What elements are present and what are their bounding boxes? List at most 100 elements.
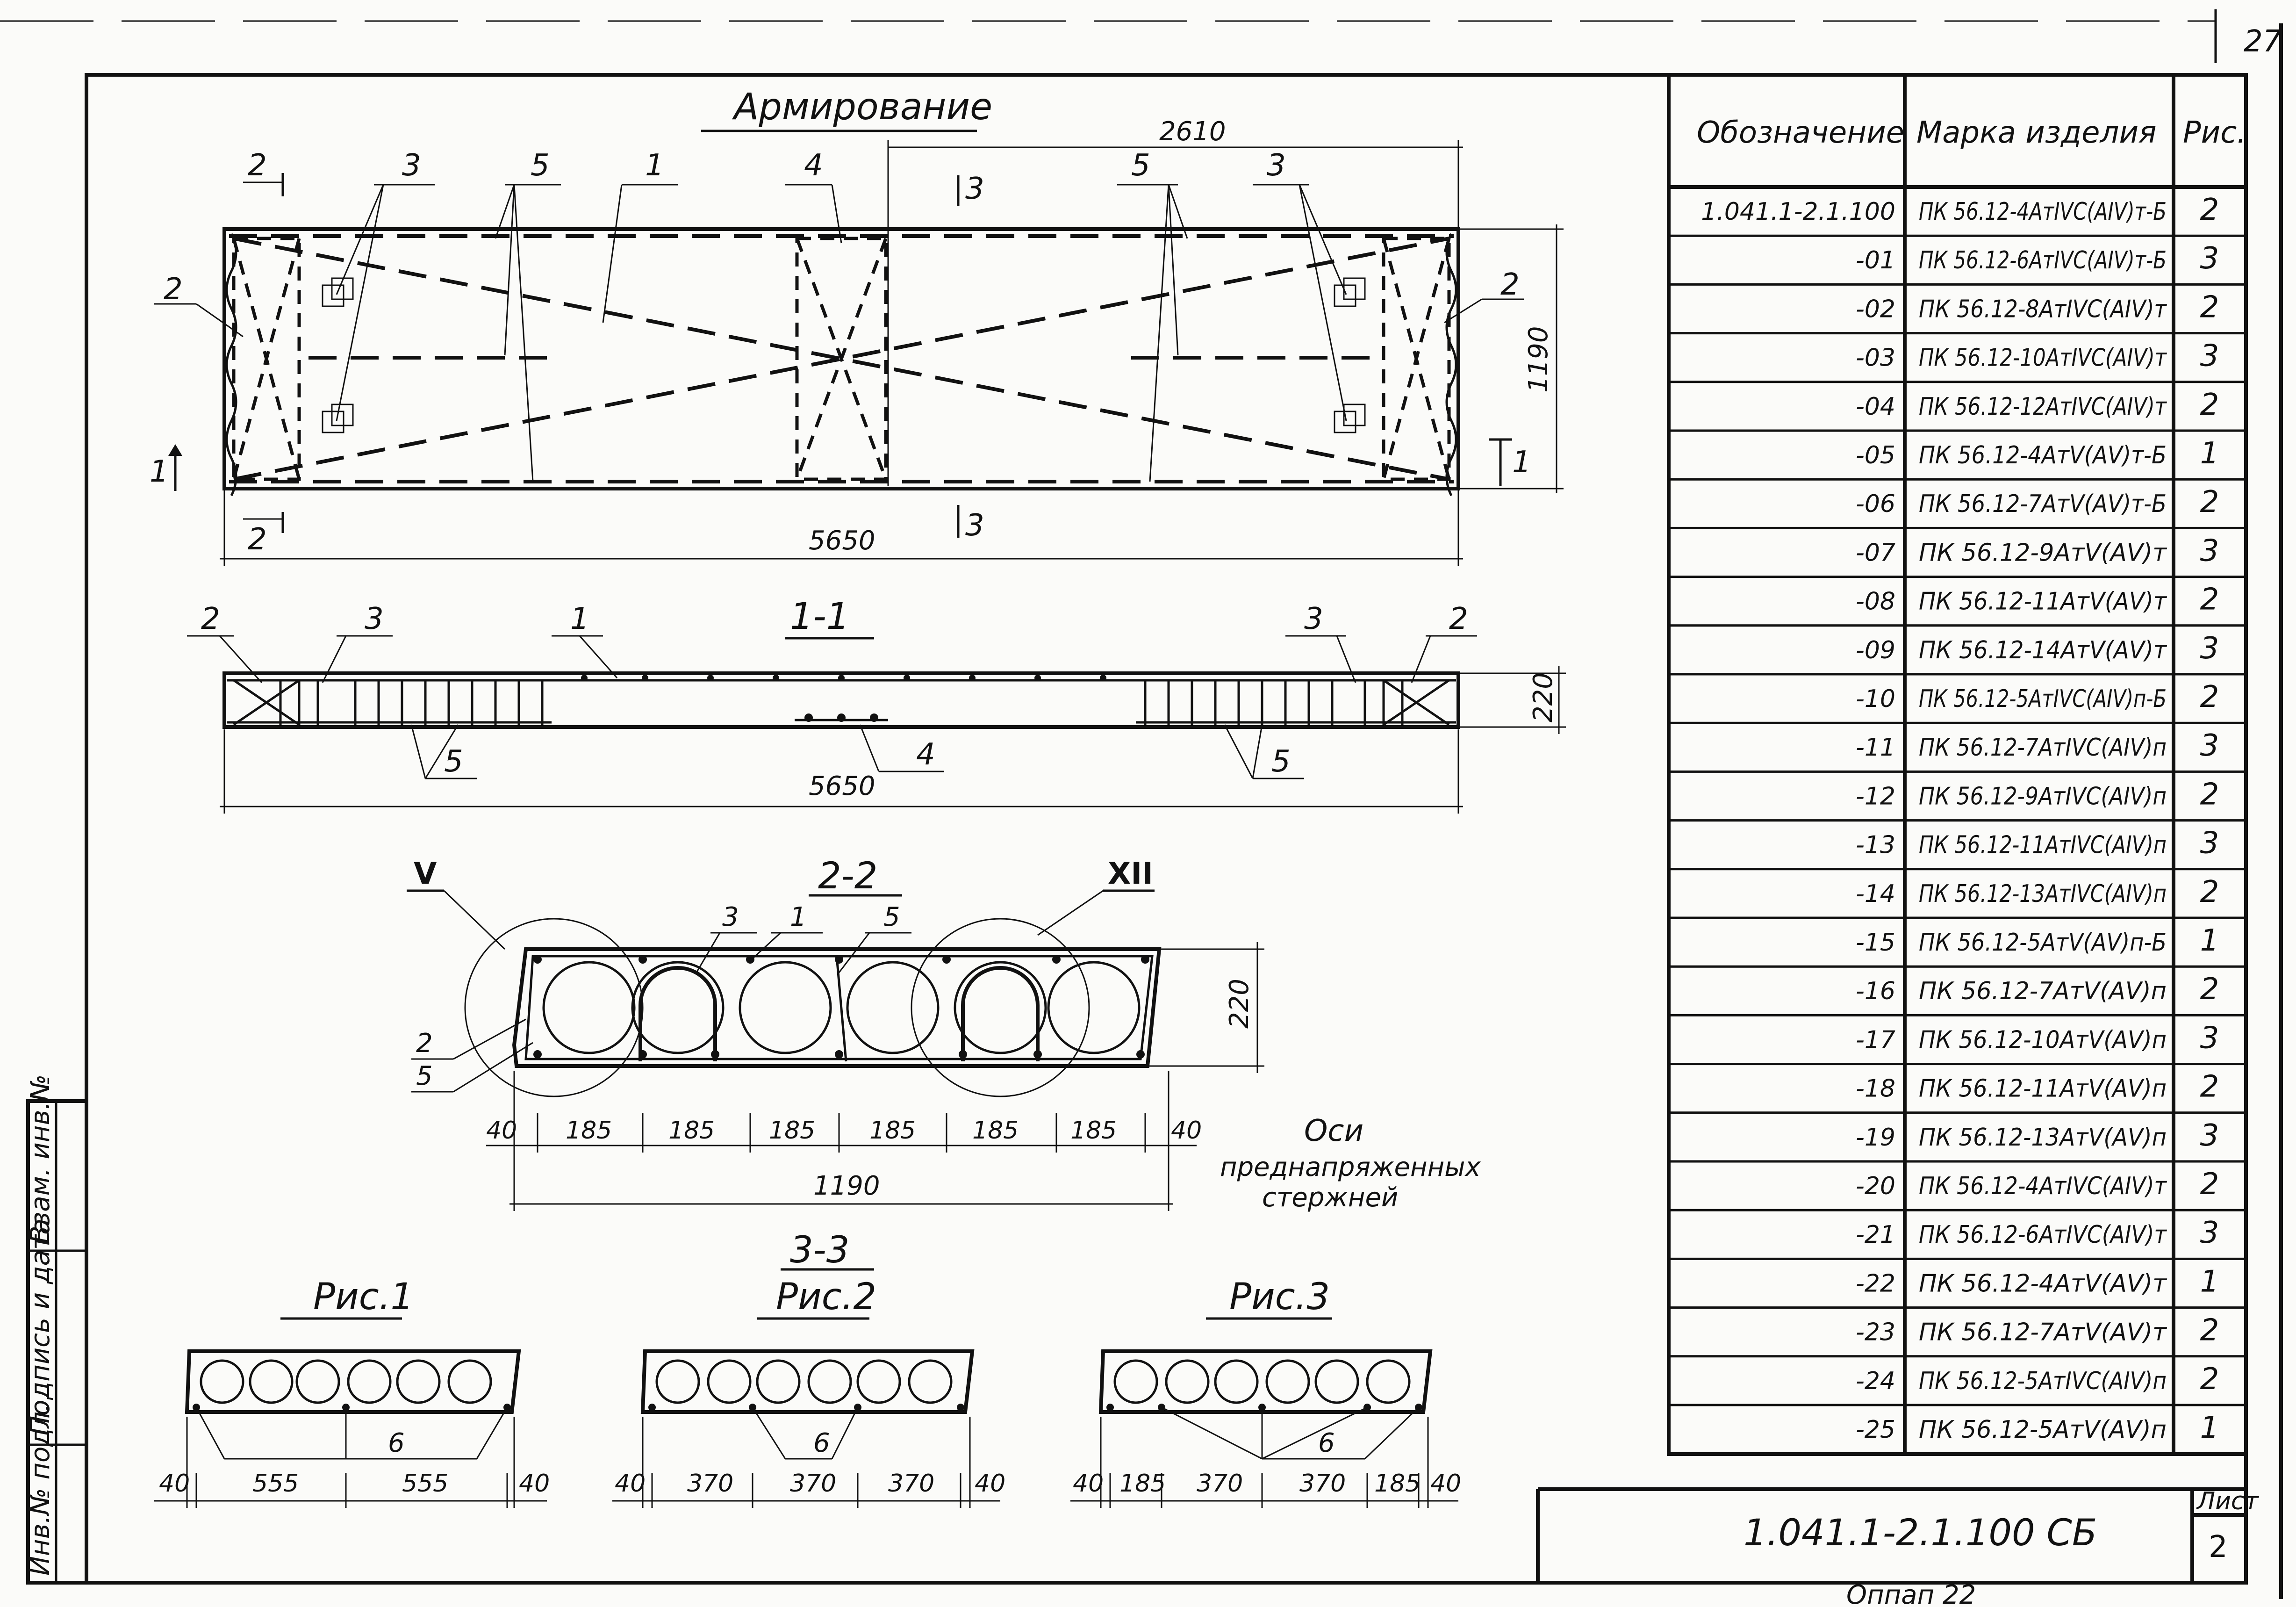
plan-callout-2-right: 2 [1500, 267, 1520, 302]
stamp-inv-number: Инв.№ подл. [25, 1403, 56, 1576]
figure-3-dim-2: 370 [1197, 1470, 1243, 1498]
node-v-label: V [414, 857, 437, 891]
section-2-2-callout-2: 2 [416, 1028, 433, 1059]
section-2-2-dim-3: 185 [769, 1117, 815, 1145]
section-2-2-callout-1: 1 [790, 902, 807, 932]
table-cell-mark: ПК 56.12-13АтV(АV)п [1919, 1124, 2167, 1152]
stamp-replacement-inv: Взам. инв.№ [25, 1074, 56, 1244]
table-cell-mark: ПК 56.12-8АтIVС(АIV)т [1919, 295, 2167, 323]
figure-1-dim-0: 40 [159, 1470, 190, 1498]
table-cell-mark: ПК 56.12-13АтIVС(АIV)п [1919, 880, 2167, 908]
table-cell-mark: ПК 56.12-7АтV(АV)т [1919, 1319, 2167, 1347]
axes-note-line-1: Оси [1304, 1114, 1363, 1148]
section-1-1-dim-220: 220 [1528, 672, 1558, 722]
figure-1: Рис.1 6 40 555 555 40 [154, 1276, 550, 1508]
plan-callout-4: 4 [804, 148, 823, 183]
plan-dim-2610: 2610 [1159, 116, 1226, 147]
table-cell-designation: 1.041.1-2.1.100 [1701, 198, 1895, 226]
title-block-sheet-number: 2 [2209, 1530, 2228, 1564]
table-cell-mark: ПК 56.12-9АтV(АV)т [1919, 539, 2167, 567]
section-1-1-callout-2-right: 2 [1449, 602, 1468, 636]
table-header-designation: Обозначение [1697, 115, 1904, 150]
table-header-mark: Марка изделия [1916, 115, 2157, 150]
table-cell-designation: -09 [1856, 636, 1895, 664]
figure-1-title: Рис.1 [313, 1276, 414, 1318]
figure-3-dim-0: 40 [1073, 1470, 1104, 1498]
section-2-2-dim-2: 185 [668, 1117, 715, 1145]
table-cell-fig: 1 [2200, 1411, 2219, 1445]
table-cell-mark: ПК 56.12-6АтIVС(АIV)т [1919, 1221, 2167, 1249]
figure-2-dim-1: 370 [687, 1470, 733, 1498]
table-cell-mark: ПК 56.12-9АтIVС(АIV)п [1919, 782, 2167, 810]
table-cell-mark: ПК 56.12-14АтV(АV)т [1919, 636, 2167, 664]
table-cell-designation: -08 [1856, 588, 1895, 616]
table-cell-mark: ПК 56.12-4АтV(АV)т-Б [1919, 441, 2167, 469]
table-cell-fig: 3 [2200, 241, 2219, 276]
table-cell-fig: 3 [2200, 1216, 2219, 1250]
table-cell-designation: -11 [1856, 734, 1895, 762]
plan-callout-2-left: 2 [164, 272, 183, 307]
node-v-circle [464, 918, 644, 1097]
table-cell-designation: -24 [1856, 1367, 1895, 1395]
title-block: 1.041.1-2.1.100 СБ Лист 2 [1536, 1487, 2259, 1583]
table-cell-fig: 3 [2200, 1118, 2219, 1153]
section-2-2-dim-0: 40 [486, 1117, 517, 1145]
table-cell-mark: ПК 56.12-5АтIVС(АIV)п-Б [1919, 685, 2167, 713]
figure-2-dim-2: 370 [790, 1470, 836, 1498]
table-cell-designation: -17 [1856, 1026, 1895, 1054]
table-cell-fig: 1 [2200, 1264, 2219, 1299]
table-cell-designation: -05 [1856, 441, 1895, 469]
section-1-1-callout-1: 1 [570, 602, 589, 636]
table-cell-fig: 3 [2200, 533, 2219, 568]
plan-dim-5650: 5650 [809, 526, 875, 556]
section-2-2-dim-1: 185 [566, 1117, 612, 1145]
section-1-1-callout-5-left: 5 [444, 744, 463, 779]
table-cell-fig: 2 [2200, 777, 2219, 812]
figure-3-dim-4: 185 [1374, 1470, 1421, 1498]
axes-note-line-2: преднапряженных [1220, 1152, 1481, 1182]
table-cell-designation: -25 [1856, 1416, 1895, 1444]
plan-dim-1190: 1190 [1523, 326, 1554, 393]
section-2-2-dim-4: 185 [869, 1117, 916, 1145]
table-cell-designation: -16 [1856, 977, 1895, 1005]
plan-section-mark-2-top: 2 [248, 148, 267, 183]
table-cell-fig: 3 [2200, 631, 2219, 666]
table-cell-mark: ПК 56.12-12АтIVС(АIV)т [1919, 393, 2167, 421]
figure-2-dim-3: 370 [888, 1470, 934, 1498]
figure-1-dim-1: 555 [252, 1470, 299, 1498]
figure-3: Рис.3 6 40 185 370 370 185 40 [1070, 1276, 1461, 1508]
table-cell-mark: ПК 56.12-7АтV(АV)п [1919, 977, 2167, 1005]
table-cell-fig: 2 [2200, 972, 2219, 1007]
table-cell-fig: 1 [2200, 436, 2219, 471]
table-cell-mark: ПК 56.12-4АтIVС(АIV)т [1919, 1172, 2167, 1200]
section-2-2-callout-5-top: 5 [883, 902, 900, 932]
table-cell-mark: ПК 56.12-10АтV(АV)п [1919, 1026, 2167, 1054]
table-cell-fig: 2 [2200, 1362, 2219, 1397]
table-cell-mark: ПК 56.12-10АтIVС(АIV)т [1919, 344, 2167, 372]
section-1-1: 1-1 2 3 1 3 2 4 5 5 [187, 596, 1566, 814]
section-1-1-callout-3-right: 3 [1304, 602, 1323, 636]
table-cell-fig: 3 [2200, 339, 2219, 374]
table-cell-fig: 3 [2200, 728, 2219, 763]
section-2-2-title: 2-2 [818, 855, 877, 897]
table-cell-mark: ПК 56.12-5АтV(АV)п [1919, 1416, 2167, 1444]
section-1-1-callout-3-left: 3 [365, 602, 384, 636]
plan-section-mark-3-bottom: 3 [965, 508, 984, 543]
table-cell-designation: -23 [1856, 1319, 1895, 1347]
table-cell-fig: 2 [2200, 583, 2219, 617]
table-cell-designation: -19 [1856, 1124, 1895, 1152]
section-1-1-outline [222, 671, 1460, 729]
figure-3-dim-3: 370 [1299, 1470, 1346, 1498]
table-cell-designation: -22 [1856, 1269, 1895, 1297]
bottom-fragment: Оппап 22 [1846, 1580, 1976, 1607]
figure-3-dim-1: 185 [1119, 1470, 1166, 1498]
plan-section-mark-2-bottom: 2 [248, 522, 267, 557]
plan-callout-5-left: 5 [531, 148, 550, 183]
table-cell-designation: -07 [1856, 539, 1895, 567]
table-cell-fig: 2 [2200, 875, 2219, 909]
table-cell-fig: 2 [2200, 290, 2219, 324]
figure-1-dim-2: 555 [402, 1470, 448, 1498]
figure-3-title: Рис.3 [1229, 1276, 1330, 1318]
section-2-2-callout-3: 3 [722, 902, 739, 932]
